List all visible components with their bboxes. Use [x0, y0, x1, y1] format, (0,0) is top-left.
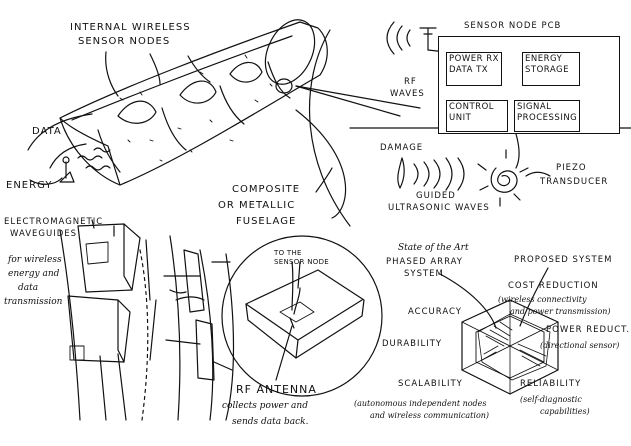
- waveguides-purpose-4: transmission: [4, 297, 63, 307]
- sensor-node-marks: [119, 54, 273, 162]
- energy-storage-label-2: STORAGE: [525, 64, 569, 75]
- rf-antenna-desc-1: collects power and: [222, 401, 308, 411]
- fuselage-label-1: COMPOSITE: [232, 184, 301, 195]
- data-tx-label: DATA TX: [449, 64, 489, 75]
- to-sensor-label-2: SENSOR NODE: [274, 258, 330, 266]
- piezo-spiral: [490, 167, 518, 193]
- signal-processing-label-1: SIGNAL: [517, 102, 552, 112]
- rf-antenna-desc-2: sends data back.: [232, 417, 309, 427]
- guided-waves-label-1: GUIDED: [416, 191, 456, 201]
- waveguides-title-1: ELECTROMAGNETIC: [4, 217, 104, 227]
- reliability-desc-1: (self-diagnostic: [520, 395, 582, 404]
- damage-crack: [397, 157, 405, 189]
- internal-sensors-label-1: INTERNAL WIRELESS: [70, 22, 191, 33]
- state-of-art-label-2: PHASED ARRAY: [386, 257, 463, 267]
- energy-arrow: [29, 177, 63, 185]
- guided-wave-arcs: [413, 157, 465, 191]
- piezo-rays: [477, 149, 529, 207]
- energy-label: ENERGY: [6, 180, 53, 191]
- proposed-system-label: PROPOSED SYSTEM: [514, 255, 613, 265]
- piezo-label-2: TRANSDUCER: [540, 177, 609, 187]
- data-arc-inner: [49, 143, 87, 169]
- power-rx-box: POWER RX DATA TX: [446, 52, 502, 86]
- state-of-art-label-1: State of the Art: [398, 243, 469, 253]
- fuselage-label-3: FUSELAGE: [236, 216, 297, 227]
- control-unit-label-1: CONTROL: [449, 102, 495, 112]
- cost-reduction-label: COST REDUCTION: [508, 281, 599, 291]
- antenna-label-arrow: [275, 325, 293, 381]
- power-desc: (directional sensor): [540, 341, 620, 350]
- control-unit-box: CONTROL UNIT: [446, 100, 508, 132]
- zoom-lines: [211, 261, 233, 371]
- fuselage-section: [59, 19, 328, 186]
- reliability-desc-2: capabilities): [540, 407, 590, 416]
- rf-waves-label-2: WAVES: [390, 89, 425, 99]
- ground-antenna: [59, 161, 75, 183]
- power-rx-label: POWER RX: [449, 54, 499, 64]
- to-sensor-arrow: [291, 261, 294, 311]
- antenna-head: [62, 156, 70, 164]
- scalability-desc-2: and wireless communication): [370, 411, 490, 420]
- proposed-area: [477, 313, 551, 381]
- data-arc: [27, 113, 93, 151]
- rf-squiggle-2: [85, 165, 111, 171]
- energy-storage-box: ENERGY STORAGE: [522, 52, 580, 86]
- power-reduction-label: POWER REDUCT.: [546, 325, 631, 335]
- waveguides-title-2: WAVEGUIDES: [10, 229, 78, 239]
- reliability-label: RELIABILITY: [520, 379, 582, 389]
- fuselage-outline-curve: [309, 29, 351, 227]
- energy-storage-label-1: ENERGY: [525, 54, 563, 64]
- fuselage-label-2: OR METALLIC: [218, 200, 296, 211]
- fuselage-callout: [295, 109, 347, 219]
- waveguide-panels: [59, 219, 235, 421]
- pcb-callout: [295, 85, 401, 117]
- rf-wave-arcs: [386, 21, 411, 55]
- cost-desc-2: and power transmission): [510, 307, 611, 316]
- signal-processing-label-2: PROCESSING: [517, 112, 578, 123]
- damage-label: DAMAGE: [380, 143, 424, 153]
- rf-waves-label-1: RF: [404, 77, 417, 87]
- data-label: DATA: [32, 126, 62, 137]
- accuracy-label: ACCURACY: [408, 307, 462, 317]
- state-of-art-arrow: [439, 273, 497, 329]
- control-unit-label-2: UNIT: [449, 112, 472, 123]
- rf-antenna-title: RF ANTENNA: [236, 383, 317, 396]
- pcb-antenna: [419, 27, 437, 51]
- piezo-label-1: PIEZO: [556, 163, 587, 173]
- rf-squiggle-1: [77, 155, 103, 161]
- waveguides-purpose-1: for wireless: [8, 255, 62, 265]
- scalability-desc-1: (autonomous independent nodes: [354, 399, 487, 408]
- rf-squiggle-3: [93, 147, 111, 153]
- antenna-detail: [245, 261, 365, 359]
- internal-sensors-label-2: SENSOR NODES: [78, 36, 171, 47]
- fuselage-to-label: [315, 167, 333, 193]
- sensor-label-arrows: [105, 51, 211, 97]
- comparison-hexagon: [461, 299, 559, 395]
- state-of-art-label-3: SYSTEM: [404, 269, 444, 279]
- waveguides-purpose-2: energy and: [8, 269, 60, 279]
- guided-waves-label-2: ULTRASONIC WAVES: [388, 203, 490, 213]
- proposed-arrow: [519, 267, 549, 327]
- waveguides-purpose-3: data: [18, 283, 39, 293]
- cost-desc-1: (wireless connectivity: [498, 295, 587, 304]
- scalability-label: SCALABILITY: [398, 379, 463, 389]
- signal-processing-box: SIGNAL PROCESSING: [514, 100, 580, 132]
- piezo-arrow: [525, 171, 551, 177]
- zoom-circle: [221, 235, 383, 397]
- to-sensor-label-1: TO THE: [274, 249, 302, 257]
- pcb-title: SENSOR NODE PCB: [464, 21, 562, 31]
- durability-label: DURABILITY: [382, 339, 443, 349]
